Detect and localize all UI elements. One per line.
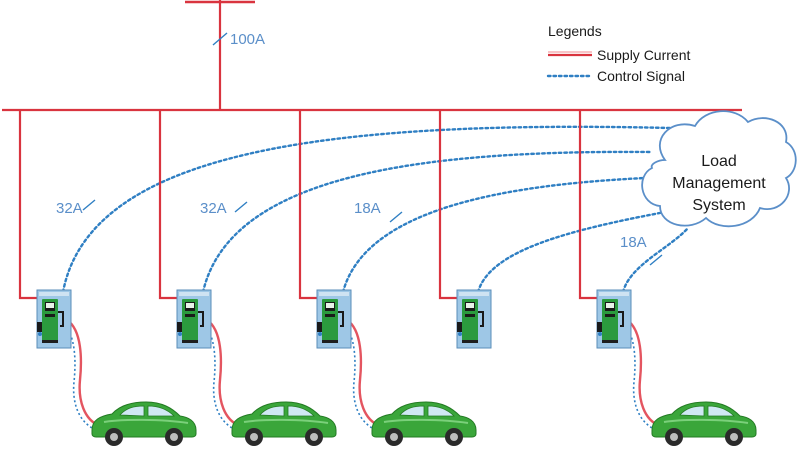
electric-cars [91, 401, 757, 447]
car-5 [651, 401, 757, 447]
car-2 [231, 401, 337, 447]
cable-5 [625, 318, 662, 428]
lms-label-line3: System [692, 197, 745, 214]
supply-drop-2 [158, 110, 178, 300]
charger-1-current: 32A [56, 200, 83, 217]
supply-drop-1 [18, 110, 38, 300]
car-1 [91, 401, 197, 447]
charging-station-2 [176, 289, 212, 349]
charging-station-5 [596, 289, 632, 349]
charger-3-current: 18A [354, 200, 381, 217]
charger-2-current: 32A [200, 200, 227, 217]
cable-1 [65, 318, 102, 428]
charging-cables [65, 318, 662, 428]
legend: Legends Supply Current Control Signal [546, 23, 690, 84]
legend-supply-label: Supply Current [597, 47, 690, 63]
charger-5-current: 18A [620, 234, 647, 251]
supply-drop-4 [438, 110, 458, 300]
charging-station-1 [36, 289, 72, 349]
control-line-5 [621, 226, 690, 294]
charging-station-3 [316, 289, 352, 349]
lms-label-line2: Management [672, 175, 766, 192]
control-line-2 [201, 150, 652, 294]
control-line-3 [341, 176, 647, 294]
charging-stations [36, 289, 632, 349]
control-line-1 [61, 125, 672, 294]
supply-drop-5 [578, 110, 598, 300]
cable-2 [205, 318, 242, 428]
lms-label-line1: Load [701, 153, 737, 170]
control-line-4 [476, 210, 667, 294]
supply-drop-3 [298, 110, 318, 300]
load-management-system-cloud: Load Management System [641, 110, 797, 228]
supply-lines [2, 0, 742, 300]
car-3 [371, 401, 477, 447]
cable-3 [345, 318, 382, 428]
rating-ticks [82, 32, 663, 266]
legend-control-label: Control Signal [597, 68, 685, 84]
control-signal-lines [61, 125, 690, 294]
main-feed-rating: 100A [230, 31, 265, 48]
charging-station-4 [456, 289, 492, 349]
legend-title: Legends [548, 23, 602, 39]
